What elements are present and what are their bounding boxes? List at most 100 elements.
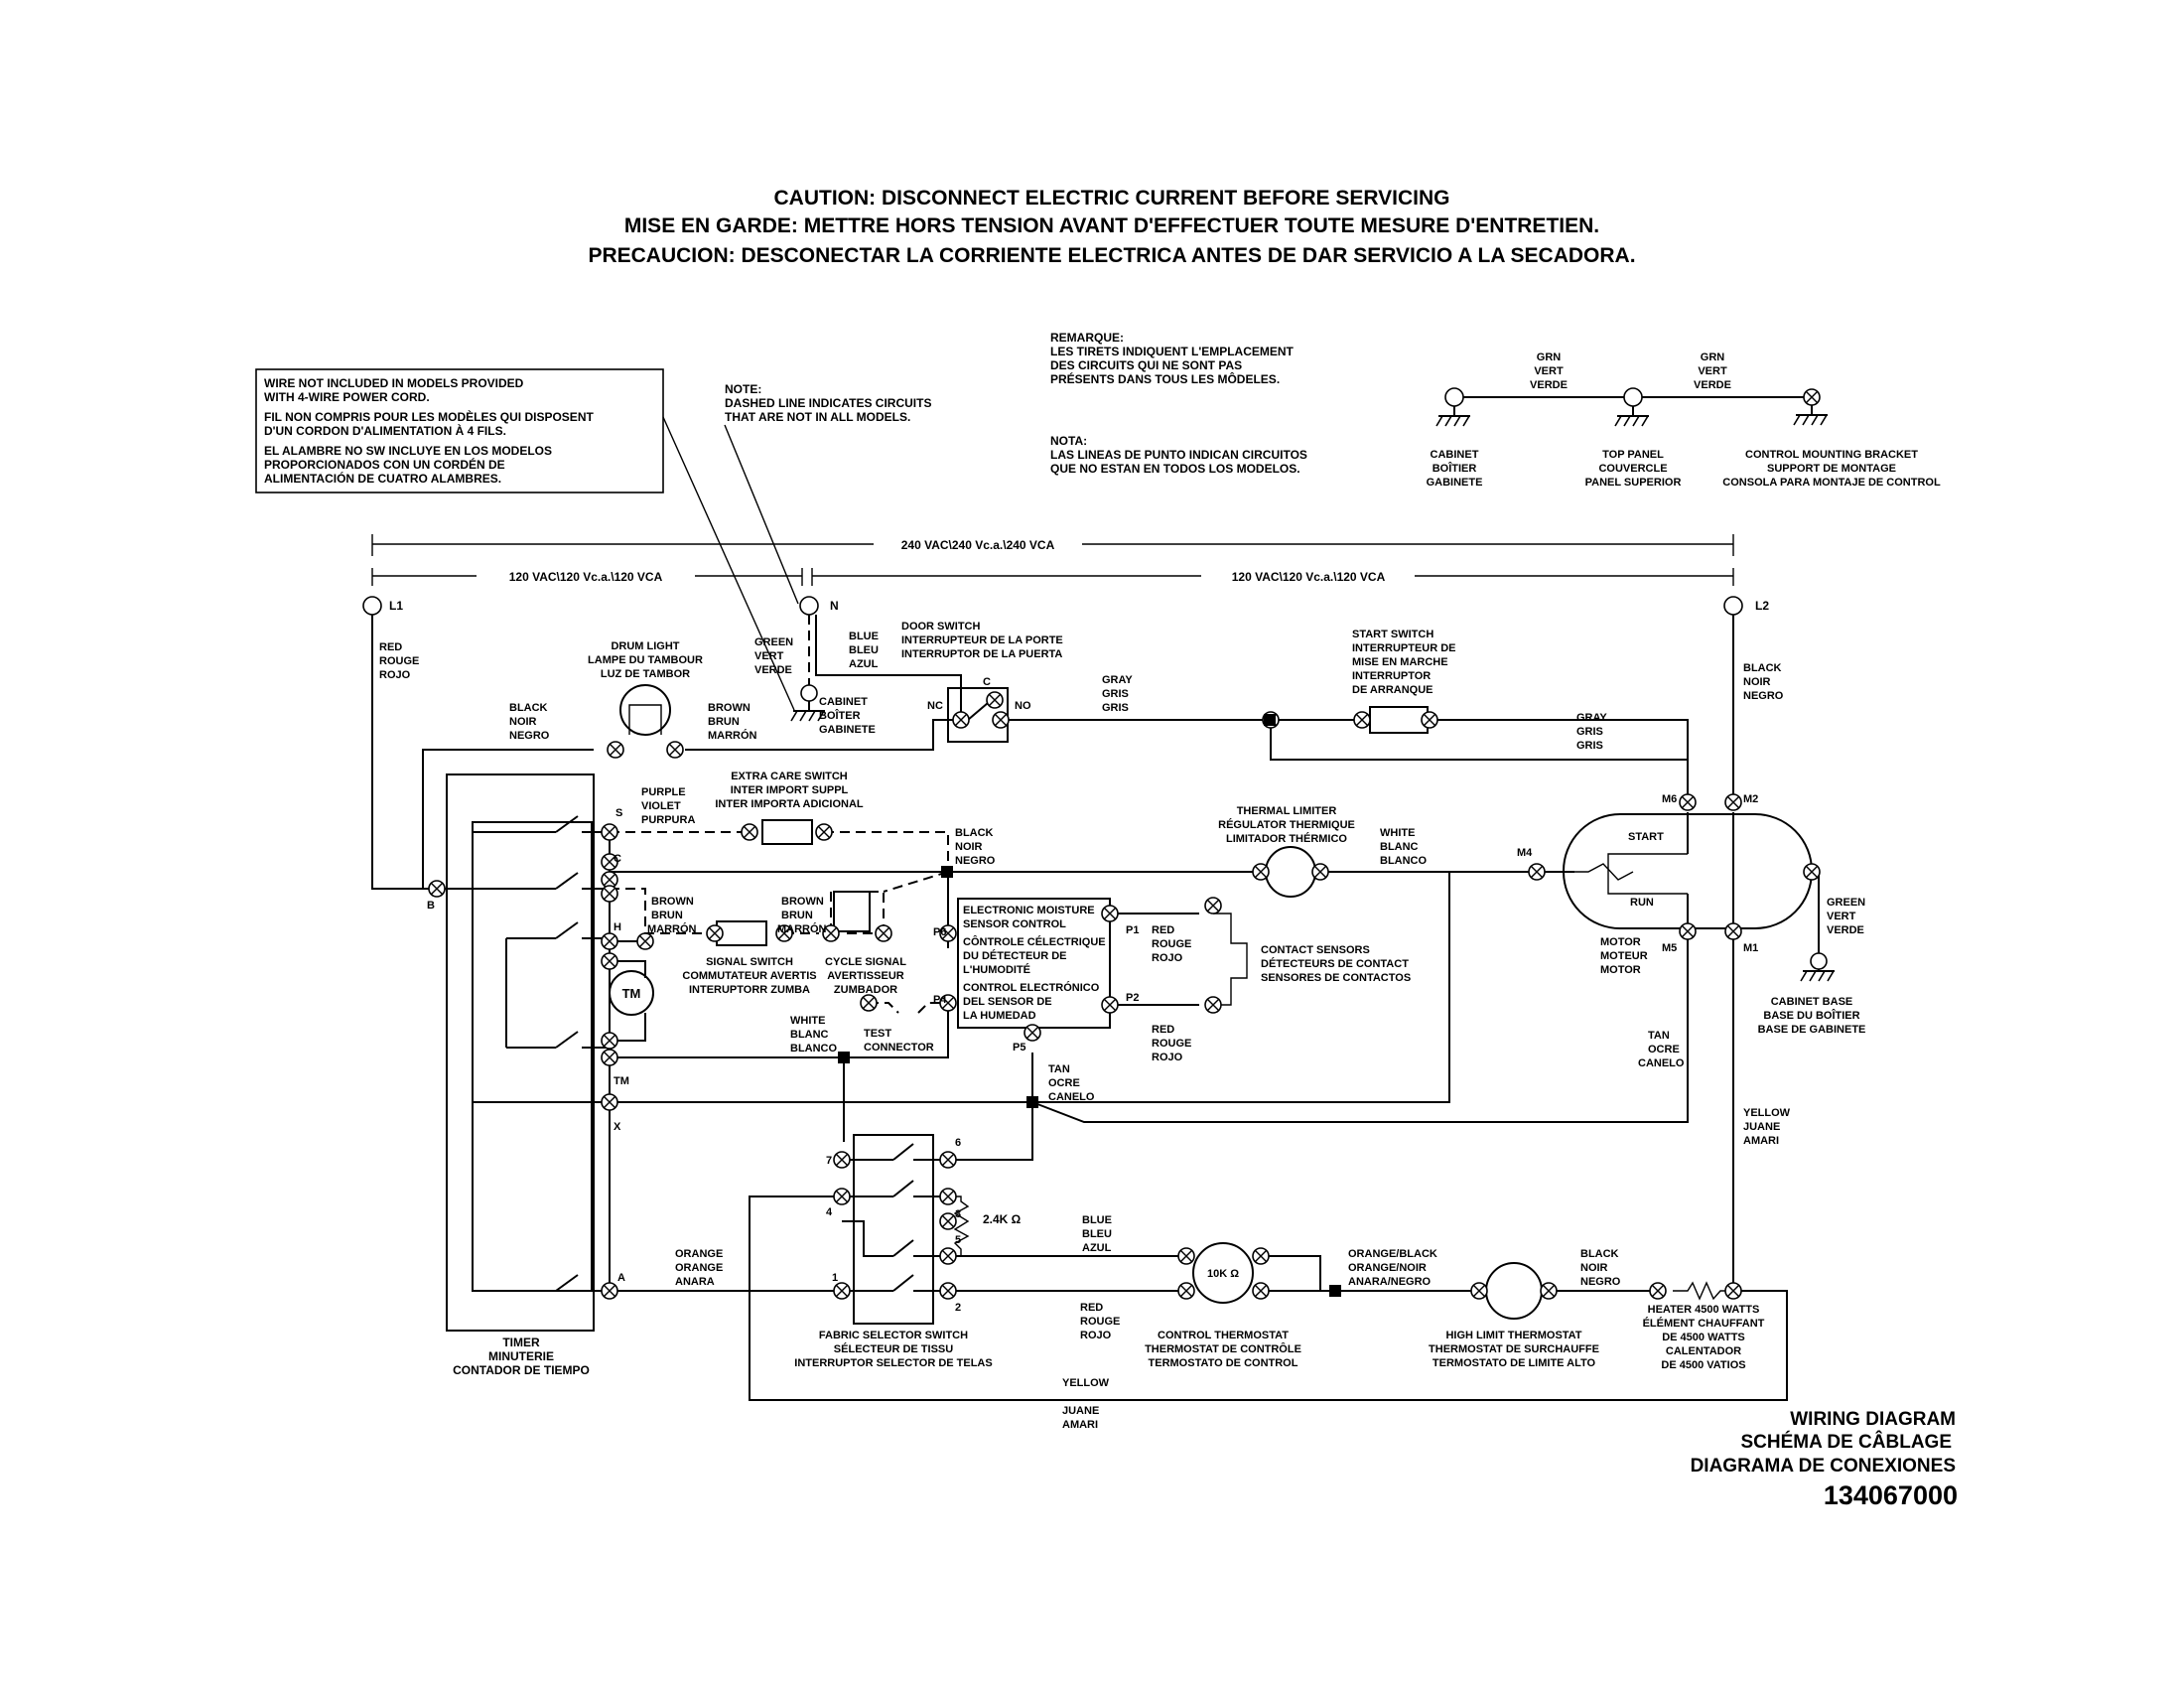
wire-label: JUANE — [1743, 1121, 1780, 1133]
note-spanish: NOTA: LAS LINEAS DE PUNTO INDICAN CIRCUI… — [1050, 434, 1307, 476]
pin-label: M2 — [1743, 793, 1758, 805]
wire-label: BRUN — [708, 716, 740, 728]
timer-label: TIMER — [502, 1336, 540, 1349]
note-line: LAS LINEAS DE PUNTO INDICAN CIRCUITOS — [1050, 448, 1307, 462]
motor-label: MOTEUR — [1600, 950, 1648, 962]
legend-cabinet: CABINET — [1431, 449, 1479, 461]
wire-label: GRIS — [1576, 726, 1603, 738]
door-switch-label: INTERRUPTOR DE LA PUERTA — [901, 648, 1062, 660]
wire-label: BLUE — [1082, 1214, 1112, 1226]
legend-wire-color: VERT — [1698, 365, 1727, 377]
caution-header: CAUTION: DISCONNECT ELECTRIC CURRENT BEF… — [588, 187, 1635, 267]
legend-top-panel: TOP PANEL — [1602, 449, 1664, 461]
wire-label: BOÎTER — [819, 709, 861, 722]
wire-label: TAN — [1648, 1030, 1670, 1042]
note-line: NOTA: — [1050, 434, 1087, 448]
wire-label: YELLOW — [1743, 1107, 1791, 1119]
voltage-240: 240 VAC\240 Vc.a.\240 VCA — [901, 538, 1055, 552]
wire-note-line: FIL NON COMPRIS POUR LES MODÈLES QUI DIS… — [264, 409, 594, 424]
wire-label: ROUGE — [379, 655, 419, 667]
note-line: NOTE: — [725, 382, 761, 396]
pin-label: P1 — [1126, 924, 1139, 936]
legend-top-panel: PANEL SUPERIOR — [1585, 477, 1682, 489]
voltage-120-right: 120 VAC\120 Vc.a.\120 VCA — [1232, 570, 1386, 584]
legend-bracket: CONTROL MOUNTING BRACKET — [1745, 449, 1918, 461]
start-switch-label: START SWITCH — [1352, 629, 1433, 640]
caution-en: CAUTION: DISCONNECT ELECTRIC CURRENT BEF… — [774, 187, 1450, 210]
wire-label: BLACK — [509, 702, 548, 714]
signal-switch-label: SIGNAL SWITCH — [706, 956, 793, 968]
emsc-label: CÔNTROLE CÉLECTRIQUE — [963, 935, 1106, 948]
wire-label: GREEN — [1827, 897, 1865, 909]
wire-label: JUANE — [1062, 1405, 1099, 1417]
pin-label: TM — [614, 1075, 629, 1087]
pin-label: P5 — [1013, 1042, 1025, 1054]
wire-label: ORANGE/NOIR — [1348, 1262, 1427, 1274]
contact-sensors-label: DÉTECTEURS DE CONTACT — [1261, 957, 1409, 970]
wire-label: ROJO — [1152, 1052, 1183, 1063]
note-english: NOTE: DASHED LINE INDICATES CIRCUITS THA… — [725, 382, 931, 424]
pin-label: P2 — [1126, 992, 1139, 1004]
pin-label: NC — [927, 700, 943, 712]
wire-label: NEGRO — [1743, 690, 1784, 702]
pin-label: S — [615, 807, 622, 819]
pin-label: C — [983, 676, 991, 688]
fabric-selector-label: FABRIC SELECTOR SWITCH — [819, 1330, 968, 1341]
emsc-label: DU DÉTECTEUR DE — [963, 949, 1067, 962]
wire-label: MARRÓN — [777, 922, 827, 935]
pin-label: P6 — [933, 926, 946, 938]
wire-label: BRUN — [781, 910, 813, 921]
wire-label: WHITE — [790, 1015, 825, 1027]
wire-label: BROWN — [708, 702, 751, 714]
wire-label: BLANCO — [1380, 855, 1427, 867]
diagram-title-es: DIAGRAMA DE CONEXIONES — [1691, 1456, 1956, 1477]
wire-label: ORANGE/BLACK — [1348, 1248, 1437, 1260]
wire-label: AMARI — [1743, 1135, 1779, 1147]
resistor-label: 2.4K Ω — [983, 1212, 1022, 1226]
wire-label: WHITE — [1380, 827, 1415, 839]
pin-label: 4 — [826, 1206, 833, 1218]
door-switch-label: INTERRUPTEUR DE LA PORTE — [901, 634, 1063, 646]
component-labels: DRUM LIGHT LAMPE DU TAMBOUR LUZ DE TAMBO… — [453, 621, 1865, 1377]
signal-switch-label: INTERUPTORR ZUMBA — [689, 984, 810, 996]
emsc-label: CONTROL ELECTRÓNICO — [963, 981, 1100, 994]
wire-label: MARRÓN — [647, 922, 697, 935]
cabinet-base-label: CABINET BASE — [1771, 996, 1853, 1008]
wire-label: BLACK — [1743, 662, 1782, 674]
wire-label: BLANC — [1380, 841, 1419, 853]
contact-sensors-label: CONTACT SENSORS — [1261, 944, 1370, 956]
emsc-label: DEL SENSOR DE — [963, 996, 1052, 1008]
wire-label: NOIR — [1743, 676, 1771, 688]
terminal-n-label: N — [830, 599, 839, 613]
wire-label: ORANGE — [675, 1262, 723, 1274]
wire-label: NOIR — [955, 841, 983, 853]
heater-label: HEATER 4500 WATTS — [1648, 1304, 1760, 1316]
diagram-title-fr: SCHÉMA DE CÂBLAGE — [1740, 1431, 1952, 1453]
legend-wire-color: VERT — [1534, 365, 1564, 377]
note-line: DASHED LINE INDICATES CIRCUITS — [725, 396, 931, 410]
pin-label: 2 — [955, 1302, 961, 1314]
wire-label: BRUN — [651, 910, 683, 921]
wire-label: BROWN — [651, 896, 694, 908]
terminal-l1 — [362, 596, 382, 616]
pin-label: 7 — [826, 1155, 832, 1167]
wire-label: RED — [1152, 924, 1174, 936]
wire-label: NEGRO — [955, 855, 996, 867]
legend-wire-color: VERDE — [1694, 379, 1731, 391]
legend-cabinet: GABINETE — [1427, 477, 1483, 489]
wire-label: AZUL — [849, 658, 879, 670]
terminal-l2-label: L2 — [1755, 599, 1769, 613]
wire-label: BROWN — [781, 896, 824, 908]
wire-note-line: EL ALAMBRE NO SW INCLUYE EN LOS MODELOS — [264, 444, 552, 458]
control-thermostat-label: CONTROL THERMOSTAT — [1158, 1330, 1289, 1341]
test-connector-label: CONNECTOR — [864, 1042, 934, 1054]
cabinet-base-label: BASE DU BOÎTIER — [1763, 1009, 1859, 1022]
timer-motor-label: TM — [622, 986, 641, 1001]
wire-label: NOIR — [509, 716, 537, 728]
pin-label: M6 — [1662, 793, 1677, 805]
wire-label: ANARA/NEGRO — [1348, 1276, 1432, 1288]
wire-label: ROUGE — [1152, 1038, 1191, 1050]
ground-icon — [1793, 404, 1829, 426]
note-line: LES TIRETS INDIQUENT L'EMPLACEMENT — [1050, 345, 1295, 358]
